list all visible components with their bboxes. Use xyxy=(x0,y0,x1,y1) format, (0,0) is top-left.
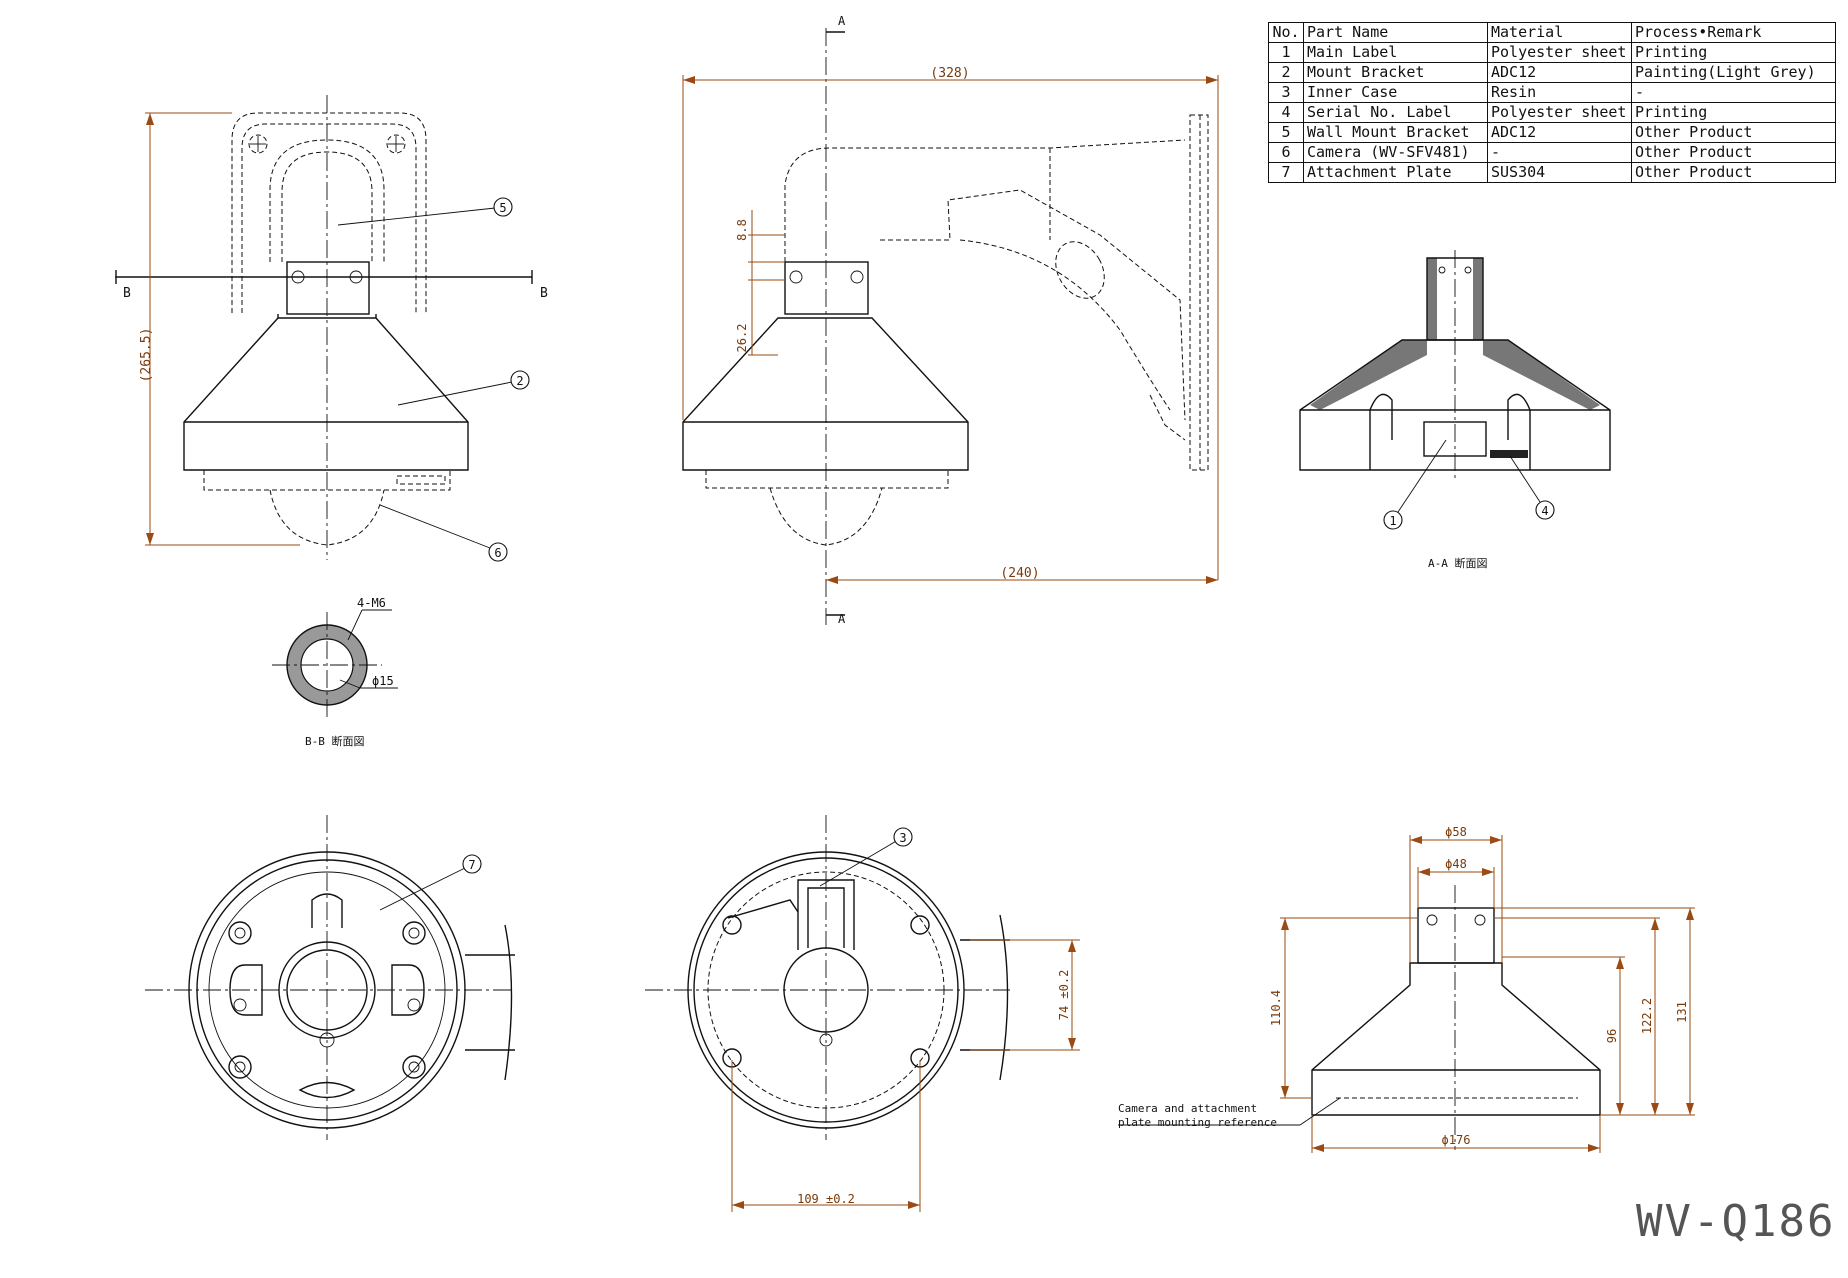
aa-caption: A-A 断面図 xyxy=(1428,556,1488,570)
dim-neck-8-8: 8.8 xyxy=(735,219,749,241)
cell-material: ADC12 xyxy=(1487,62,1632,83)
dim-front-height: (265.5) xyxy=(139,328,154,383)
table-row: 2 Mount Bracket ADC12 Painting(Light Gre… xyxy=(1268,62,1836,83)
table-row: 3 Inner Case Resin - xyxy=(1268,82,1836,103)
dim-h-131: 131 xyxy=(1675,1001,1689,1023)
dim-neck-26-2: 26.2 xyxy=(735,324,749,353)
cell-remark: Printing xyxy=(1631,42,1836,63)
cell-name: Camera (WV-SFV481) xyxy=(1303,142,1488,163)
front-view xyxy=(115,95,533,560)
callout-4: 4 xyxy=(1535,500,1555,520)
dim-side-width: (328) xyxy=(930,66,969,81)
header-no: No. xyxy=(1268,22,1304,43)
table-row: 5 Wall Mount Bracket ADC12 Other Product xyxy=(1268,122,1836,143)
section-b-left-label: B xyxy=(123,286,131,301)
cell-material: SUS304 xyxy=(1487,162,1632,183)
cell-material: - xyxy=(1487,142,1632,163)
cell-no: 6 xyxy=(1268,142,1304,163)
bottom-view-plate xyxy=(145,815,515,1140)
cell-no: 1 xyxy=(1268,42,1304,63)
cell-no: 7 xyxy=(1268,162,1304,183)
dim-dia-58: ϕ58 xyxy=(1445,825,1467,839)
cell-remark: Printing xyxy=(1631,102,1836,123)
reference-note-line2: plate mounting reference xyxy=(1118,1116,1277,1129)
cell-remark: Other Product xyxy=(1631,142,1836,163)
cell-no: 4 xyxy=(1268,102,1304,123)
svg-text:1: 1 xyxy=(1389,514,1396,528)
dim-h-96: 96 xyxy=(1605,1029,1619,1043)
cell-name: Inner Case xyxy=(1303,82,1488,103)
header-material: Material xyxy=(1487,22,1632,43)
header-remark: Process•Remark xyxy=(1631,22,1836,43)
callout-5: 5 xyxy=(493,197,513,217)
table-row: 1 Main Label Polyester sheet Printing xyxy=(1268,42,1836,63)
dim-side-depth: (240) xyxy=(1000,566,1039,581)
cell-material: ADC12 xyxy=(1487,122,1632,143)
callout-7: 7 xyxy=(462,854,482,874)
dim-hole-pitch-side: 74 ±0.2 xyxy=(1057,970,1071,1021)
cell-name: Mount Bracket xyxy=(1303,62,1488,83)
svg-text:7: 7 xyxy=(468,858,475,872)
side-view xyxy=(682,28,1219,625)
cell-remark: Painting(Light Grey) xyxy=(1631,62,1836,83)
cell-name: Attachment Plate xyxy=(1303,162,1488,183)
section-aa-view xyxy=(1299,250,1611,513)
cell-remark: Other Product xyxy=(1631,162,1836,183)
header-part-name: Part Name xyxy=(1303,22,1488,43)
section-bb-view xyxy=(272,609,398,718)
parts-table: No. Part Name Material Process•Remark 1 … xyxy=(1268,22,1836,183)
cell-remark: Other Product xyxy=(1631,122,1836,143)
bore-label: ϕ15 xyxy=(372,674,394,688)
dim-h-110-4: 110.4 xyxy=(1269,990,1283,1026)
dim-dia-176: ϕ176 xyxy=(1442,1133,1471,1147)
svg-text:2: 2 xyxy=(516,374,523,388)
cell-no: 2 xyxy=(1268,62,1304,83)
bb-caption: B-B 断面図 xyxy=(305,734,365,748)
svg-text:4: 4 xyxy=(1541,504,1548,518)
callout-6: 6 xyxy=(488,542,508,562)
dim-dia-48: ϕ48 xyxy=(1445,857,1467,871)
callout-3: 3 xyxy=(893,827,913,847)
cell-no: 3 xyxy=(1268,82,1304,103)
section-a-top-label: A xyxy=(838,14,846,28)
thread-label: 4-M6 xyxy=(357,596,386,610)
table-row: 6 Camera (WV-SFV481) - Other Product xyxy=(1268,142,1836,163)
cell-material: Polyester sheet xyxy=(1487,102,1632,123)
cell-name: Wall Mount Bracket xyxy=(1303,122,1488,143)
cell-name: Main Label xyxy=(1303,42,1488,63)
model-number: WV-Q186 xyxy=(1636,1196,1836,1247)
cell-name: Serial No. Label xyxy=(1303,102,1488,123)
svg-text:3: 3 xyxy=(899,831,906,845)
dim-hole-pitch-bottom: 109 ±0.2 xyxy=(797,1192,855,1206)
cell-no: 5 xyxy=(1268,122,1304,143)
section-b-right-label: B xyxy=(540,286,548,301)
cell-remark: - xyxy=(1631,82,1836,103)
profile-view xyxy=(1118,835,1695,1153)
dim-h-122-2: 122.2 xyxy=(1640,998,1654,1034)
callout-2: 2 xyxy=(510,370,530,390)
cell-material: Resin xyxy=(1487,82,1632,103)
section-a-bottom-label: A xyxy=(838,612,846,626)
bottom-view-inner-case xyxy=(645,815,1080,1212)
reference-note-line1: Camera and attachment xyxy=(1118,1102,1257,1115)
callout-1: 1 xyxy=(1383,510,1403,530)
svg-text:5: 5 xyxy=(499,201,506,215)
svg-text:6: 6 xyxy=(494,546,501,560)
table-row: 7 Attachment Plate SUS304 Other Product xyxy=(1268,162,1836,183)
table-row: 4 Serial No. Label Polyester sheet Print… xyxy=(1268,102,1836,123)
cell-material: Polyester sheet xyxy=(1487,42,1632,63)
parts-table-header: No. Part Name Material Process•Remark xyxy=(1268,22,1836,43)
